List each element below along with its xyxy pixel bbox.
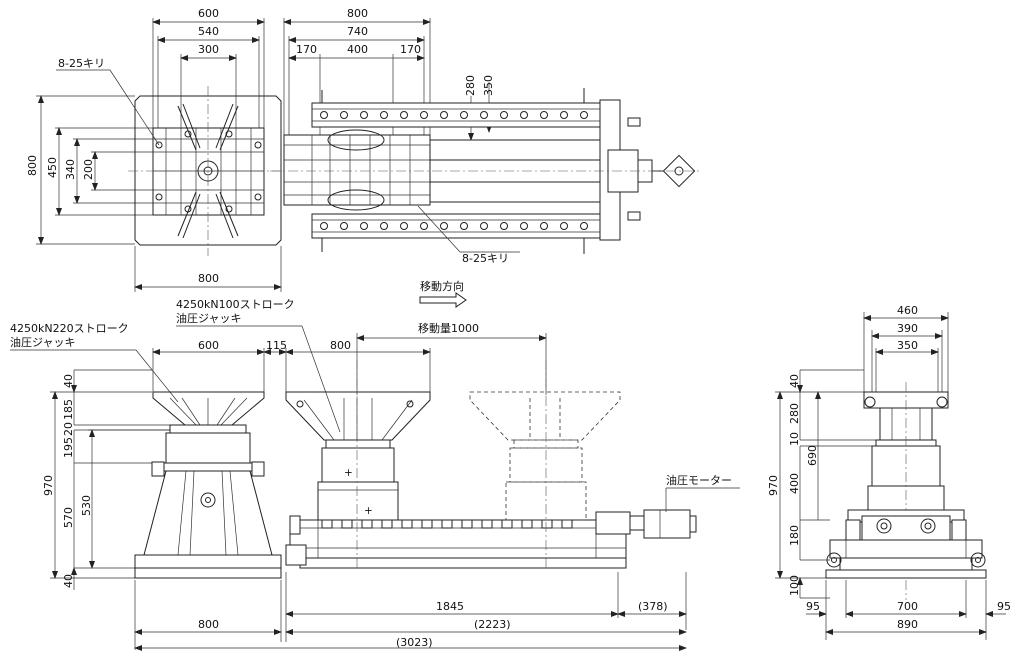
dim-800-front: 800	[330, 339, 351, 352]
dim-100: 100	[788, 575, 801, 596]
dim-690: 690	[806, 445, 819, 466]
plan-view-right: 800 740 170 400 170 280 350	[270, 7, 700, 265]
label-jack-big-2: 油圧ジャッキ	[10, 335, 75, 349]
dim-3023: (3023)	[396, 636, 433, 649]
dim-460: 460	[897, 304, 918, 317]
dim-800-top-right: 800	[347, 7, 368, 20]
dim-600-top: 600	[198, 7, 219, 20]
dim-20: 20	[62, 422, 75, 436]
dim-700: 700	[897, 600, 918, 613]
dim-40-top: 40	[62, 374, 75, 388]
label-jack-big-1: 4250kN220ストローク	[10, 322, 129, 335]
label-travel: 移動量1000	[418, 321, 479, 335]
dim-970-side: 970	[767, 475, 780, 496]
dim-890: 890	[897, 618, 918, 631]
dim-450: 450	[46, 157, 59, 178]
label-direction: 移動方向	[420, 279, 464, 293]
dim-800-bottom: 800	[198, 272, 219, 285]
dim-185: 185	[62, 399, 75, 420]
svg-text:+: +	[344, 467, 353, 479]
dim-1845: 1845	[436, 600, 464, 613]
dim-570: 570	[62, 507, 75, 528]
dim-180: 180	[788, 525, 801, 546]
label-jack-small-2: 油圧ジャッキ	[176, 311, 241, 325]
dim-280-side: 280	[788, 403, 801, 424]
dim-95-a: 95	[806, 600, 820, 613]
dim-195: 195	[62, 437, 75, 458]
dim-300: 300	[198, 43, 219, 56]
dim-800-front-bottom: 800	[198, 618, 219, 631]
direction-indicator: 移動方向	[419, 279, 467, 308]
plan-view-left: 600 540 300 800 450 340 200	[26, 7, 288, 292]
label-motor: 油圧モーター	[666, 473, 732, 487]
dim-340: 340	[64, 159, 77, 180]
side-elevation: 460 390 350 970 40 280 10 400 180 690 10…	[767, 304, 1011, 640]
dim-2223: (2223)	[474, 618, 511, 631]
dim-400-side: 400	[788, 473, 801, 494]
dim-400: 400	[347, 43, 368, 56]
svg-text:+: +	[364, 505, 373, 517]
dim-280-top: 280	[464, 75, 477, 96]
dim-40-bottom: 40	[62, 574, 75, 588]
label-jack-small-1: 4250kN100ストローク	[176, 298, 295, 311]
label-holes-right: 8-25キリ	[462, 252, 509, 265]
dim-378: (378)	[638, 600, 668, 613]
dim-200: 200	[82, 159, 95, 180]
dim-170-a: 170	[296, 43, 317, 56]
dim-40-side: 40	[788, 374, 801, 388]
dim-600-front: 600	[198, 339, 219, 352]
dim-970-front: 970	[42, 475, 55, 496]
dim-540: 540	[198, 25, 219, 38]
dim-350-top: 350	[482, 75, 495, 96]
front-elevation: 4250kN100ストローク 油圧ジャッキ 4250kN220ストローク 油圧ジ…	[10, 298, 740, 651]
dim-530: 530	[80, 495, 93, 516]
dim-350: 350	[897, 339, 918, 352]
label-holes-left: 8-25キリ	[58, 57, 105, 70]
dim-390: 390	[897, 322, 918, 335]
dim-800-left: 800	[26, 155, 39, 176]
dim-95-b: 95	[997, 600, 1011, 613]
dim-170-b: 170	[400, 43, 421, 56]
dim-10: 10	[788, 432, 801, 446]
dim-740: 740	[347, 25, 368, 38]
dim-115: 115	[266, 339, 287, 352]
